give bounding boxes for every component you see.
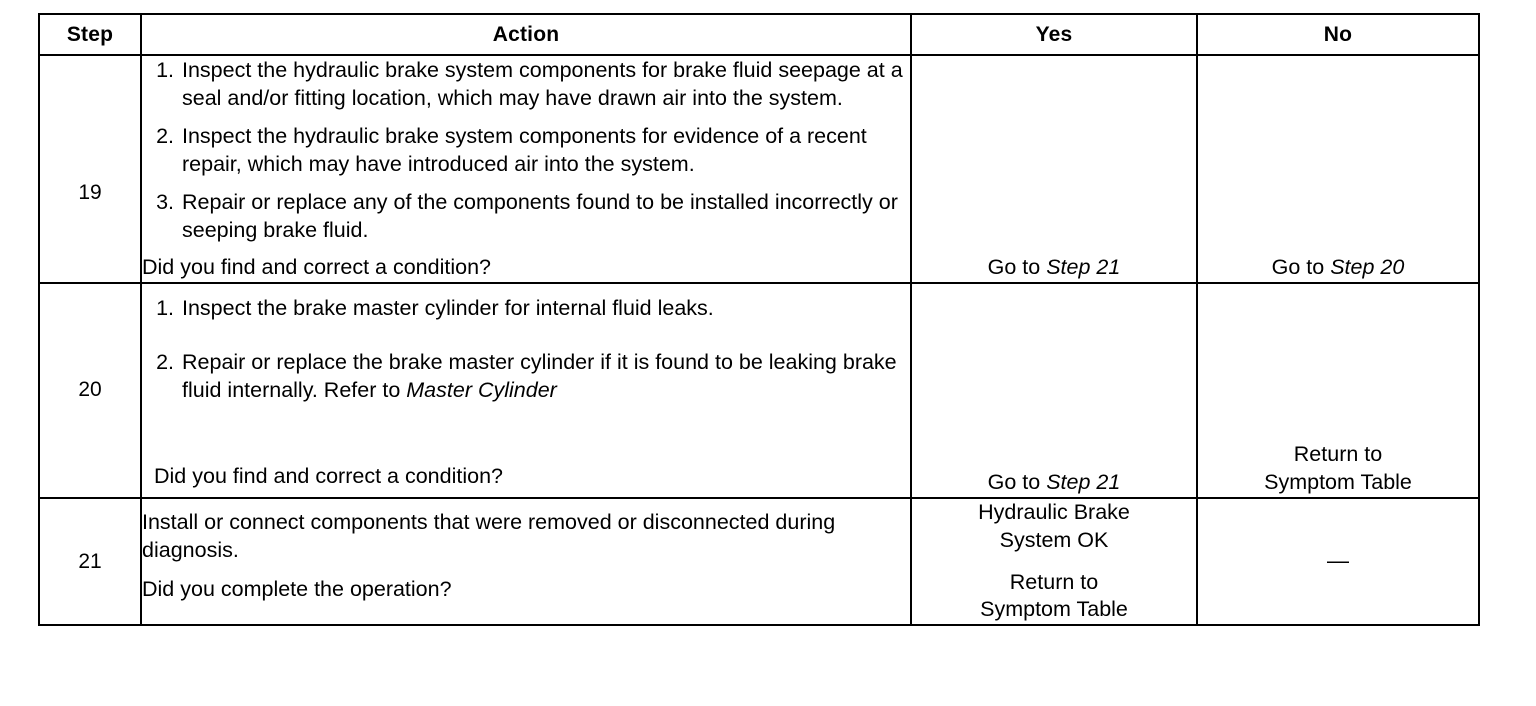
yes-answer-step-reference: Step 21: [1046, 254, 1121, 279]
list-item-number: 1.: [156, 58, 174, 82]
step-number-cell: 20: [38, 281, 142, 499]
list-item-reference: Master Cylinder: [406, 378, 557, 403]
step-number-cell: 21: [38, 496, 142, 627]
list-item-text: Inspect the hydraulic brake system compo…: [182, 58, 903, 111]
list-item-number: 2.: [156, 350, 174, 374]
action-step-list: 1. Inspect the brake master cylinder for…: [142, 294, 910, 405]
table-row: 21 Install or connect components that we…: [38, 496, 1480, 627]
table-row: 19 1. Inspect the hydraulic brake system…: [38, 54, 1480, 284]
list-item: 2. Repair or replace the brake master cy…: [142, 348, 910, 405]
column-header-action: Action: [140, 13, 912, 56]
table-row: 20 1. Inspect the brake master cylinder …: [38, 281, 1480, 499]
yes-answer-step-reference: Step 21: [1046, 469, 1121, 494]
no-answer-line-1: Return to: [1293, 441, 1383, 466]
yes-answer-cell: Hydraulic Brake System OK Return to Symp…: [910, 496, 1198, 627]
column-header-step: Step: [38, 13, 142, 56]
list-item-text: Inspect the brake master cylinder for in…: [182, 295, 714, 320]
action-cell: 1. Inspect the hydraulic brake system co…: [140, 54, 912, 284]
no-answer-prefix: Go to: [1271, 254, 1331, 279]
no-answer-line-2: Symptom Table: [1264, 469, 1412, 494]
list-item: 1. Inspect the hydraulic brake system co…: [142, 56, 910, 113]
no-answer-cell: Go to Step 20: [1196, 54, 1480, 284]
list-item-text: Repair or replace the brake master cylin…: [182, 350, 897, 403]
action-cell: 1. Inspect the brake master cylinder for…: [140, 281, 912, 499]
action-statement: Install or connect components that were …: [142, 509, 836, 562]
yes-answer-line-2: System OK: [999, 527, 1109, 552]
diagnostic-table: Step Action Yes No 19 1. Inspect the hyd…: [38, 13, 1480, 627]
no-answer-cell: Return to Symptom Table: [1196, 281, 1480, 499]
step-number-cell: 19: [38, 54, 142, 284]
yes-answer-prefix: Go to: [987, 254, 1047, 279]
yes-answer-prefix: Go to: [987, 469, 1047, 494]
column-header-no: No: [1196, 13, 1480, 56]
no-answer-step-reference: Step 20: [1330, 254, 1405, 279]
action-question: Did you complete the operation?: [142, 577, 452, 602]
yes-answer-line-3: Return to: [1009, 569, 1099, 594]
list-item: 2. Inspect the hydraulic brake system co…: [142, 122, 910, 179]
yes-answer-cell: Go to Step 21: [910, 54, 1198, 284]
yes-answer-line-1: Hydraulic Brake: [978, 499, 1130, 524]
list-item-number: 1.: [156, 295, 174, 320]
list-item: 1. Inspect the brake master cylinder for…: [142, 294, 910, 322]
list-item-text: Repair or replace any of the components …: [182, 189, 898, 242]
list-item-number: 2.: [156, 123, 174, 148]
no-answer-dash: —: [1327, 547, 1349, 573]
list-item-text: Inspect the hydraulic brake system compo…: [182, 123, 867, 177]
no-answer-cell: —: [1196, 496, 1480, 627]
yes-answer-line-4: Symptom Table: [980, 597, 1128, 622]
action-cell: Install or connect components that were …: [140, 496, 912, 627]
action-step-list: 1. Inspect the hydraulic brake system co…: [142, 56, 910, 244]
list-item-number: 3.: [156, 189, 174, 214]
column-header-yes: Yes: [910, 13, 1198, 56]
yes-answer-cell: Go to Step 21: [910, 281, 1198, 499]
table-header-row: Step Action Yes No: [38, 13, 1480, 56]
action-question: Did you find and correct a condition?: [154, 464, 503, 489]
action-question: Did you find and correct a condition?: [142, 255, 491, 280]
list-item: 3. Repair or replace any of the componen…: [142, 188, 910, 245]
